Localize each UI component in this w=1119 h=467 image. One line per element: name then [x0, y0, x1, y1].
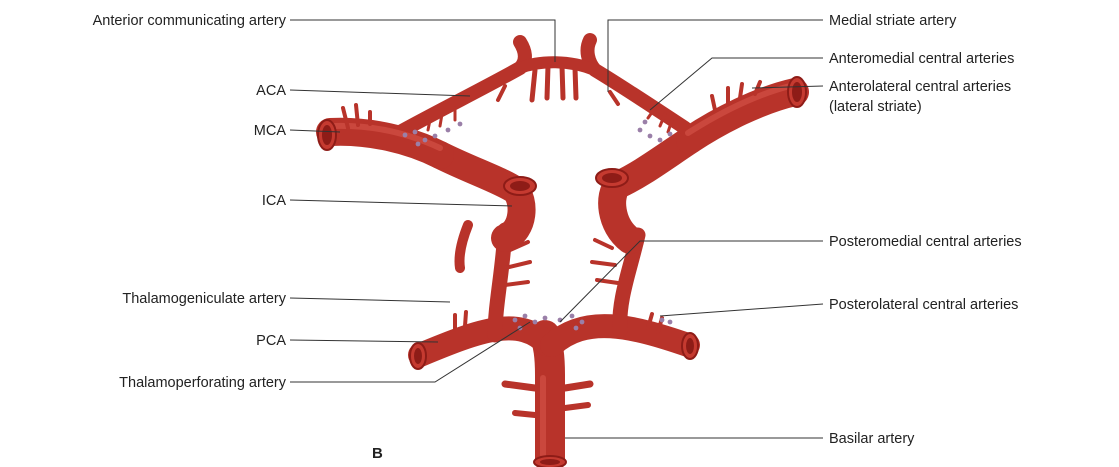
basilar-lumen	[540, 459, 560, 465]
right-mca-branch	[740, 84, 742, 98]
perforator-dot	[643, 120, 648, 125]
label-posterolateral-central-arteries: Posterolateral central arteries	[829, 297, 1018, 313]
right-mca-branch	[712, 96, 715, 110]
vessel-network	[330, 40, 795, 460]
perforator-dot	[416, 142, 421, 147]
perforator-dot	[413, 130, 418, 135]
leader-posterolateral-central	[660, 304, 823, 316]
perforator-dot	[523, 314, 528, 319]
label-thalamoperforating-artery: Thalamoperforating artery	[119, 375, 287, 391]
perforator-dot	[403, 133, 408, 138]
perforator-dot	[658, 138, 663, 143]
perforator-dot	[533, 320, 538, 325]
perforator-dot	[668, 132, 673, 137]
perforator-dot	[543, 316, 548, 321]
anterior-communicating-vessel	[520, 62, 595, 70]
left-labels: Anterior communicating artery ACA MCA IC…	[93, 13, 287, 391]
label-pca: PCA	[256, 333, 286, 349]
right-pca-lumen	[686, 338, 694, 354]
posteromedial-central-branch	[505, 282, 528, 285]
label-anteromedial-central-arteries: Anteromedial central arteries	[829, 51, 1014, 67]
perforator-dot	[423, 138, 428, 143]
anteromedial-central-branch	[440, 114, 442, 126]
left-mca-lumen	[322, 125, 332, 145]
perforator-dot	[648, 134, 653, 139]
panel-label: B	[372, 445, 383, 462]
right-labels: Medial striate artery Anteromedial centr…	[829, 13, 1022, 447]
perforator-dot	[638, 128, 643, 133]
medial-striate-branch	[532, 70, 535, 100]
basilar-side-branch	[565, 384, 590, 388]
posteromedial-central-branch	[595, 240, 612, 248]
label-anterior-communicating-artery: Anterior communicating artery	[93, 13, 287, 29]
thalamogeniculate-branch	[465, 312, 466, 326]
medial-striate-branch	[498, 86, 505, 100]
label-posteromedial-central-arteries: Posteromedial central arteries	[829, 234, 1022, 250]
leader-aca	[290, 90, 470, 96]
posteromedial-central-branch	[592, 262, 615, 265]
leader-pca	[290, 340, 438, 342]
perforator-dot	[446, 128, 451, 133]
label-basilar-artery: Basilar artery	[829, 431, 915, 447]
right-mca	[690, 92, 795, 140]
right-aca	[588, 40, 685, 128]
perforator-dot	[668, 320, 673, 325]
left-ica-lumen	[510, 181, 530, 191]
basilar-side-branch	[515, 413, 535, 415]
perforator-dot	[570, 314, 575, 319]
anteromedial-central-branch	[428, 120, 430, 130]
perforator-dot	[580, 320, 585, 325]
perforator-dot	[660, 318, 665, 323]
leader-thalamogeniculate	[290, 298, 450, 302]
perforator-dot	[458, 122, 463, 127]
perforator-dot	[513, 318, 518, 323]
label-thalamogeniculate-artery: Thalamogeniculate artery	[122, 291, 286, 307]
left-mca-branch	[356, 105, 358, 125]
left-ica-stub	[459, 225, 468, 268]
label-aca: ACA	[256, 83, 286, 99]
label-ica: ICA	[262, 193, 287, 209]
label-mca: MCA	[254, 123, 287, 139]
medial-striate-branch	[562, 66, 563, 98]
label-medial-striate-artery: Medial striate artery	[829, 13, 957, 29]
right-mca-lumen	[792, 82, 802, 102]
left-pca-lumen	[414, 348, 422, 364]
leader-ica	[290, 200, 512, 206]
basilar-side-branch	[505, 384, 535, 388]
medial-striate-branch	[547, 66, 548, 98]
left-ica	[440, 155, 522, 238]
label-lateral-striate: (lateral striate)	[829, 99, 922, 115]
leader-posteromedial-central	[560, 241, 823, 322]
medial-striate-branch	[575, 68, 576, 98]
perforator-dot	[574, 326, 579, 331]
right-ica-lumen	[602, 173, 622, 183]
medial-striate-branch	[610, 92, 618, 104]
label-anterolateral-central-arteries: Anterolateral central arteries	[829, 79, 1011, 95]
right-ica	[612, 140, 690, 240]
basilar-side-branch	[565, 405, 588, 408]
perforator-dot	[433, 134, 438, 139]
